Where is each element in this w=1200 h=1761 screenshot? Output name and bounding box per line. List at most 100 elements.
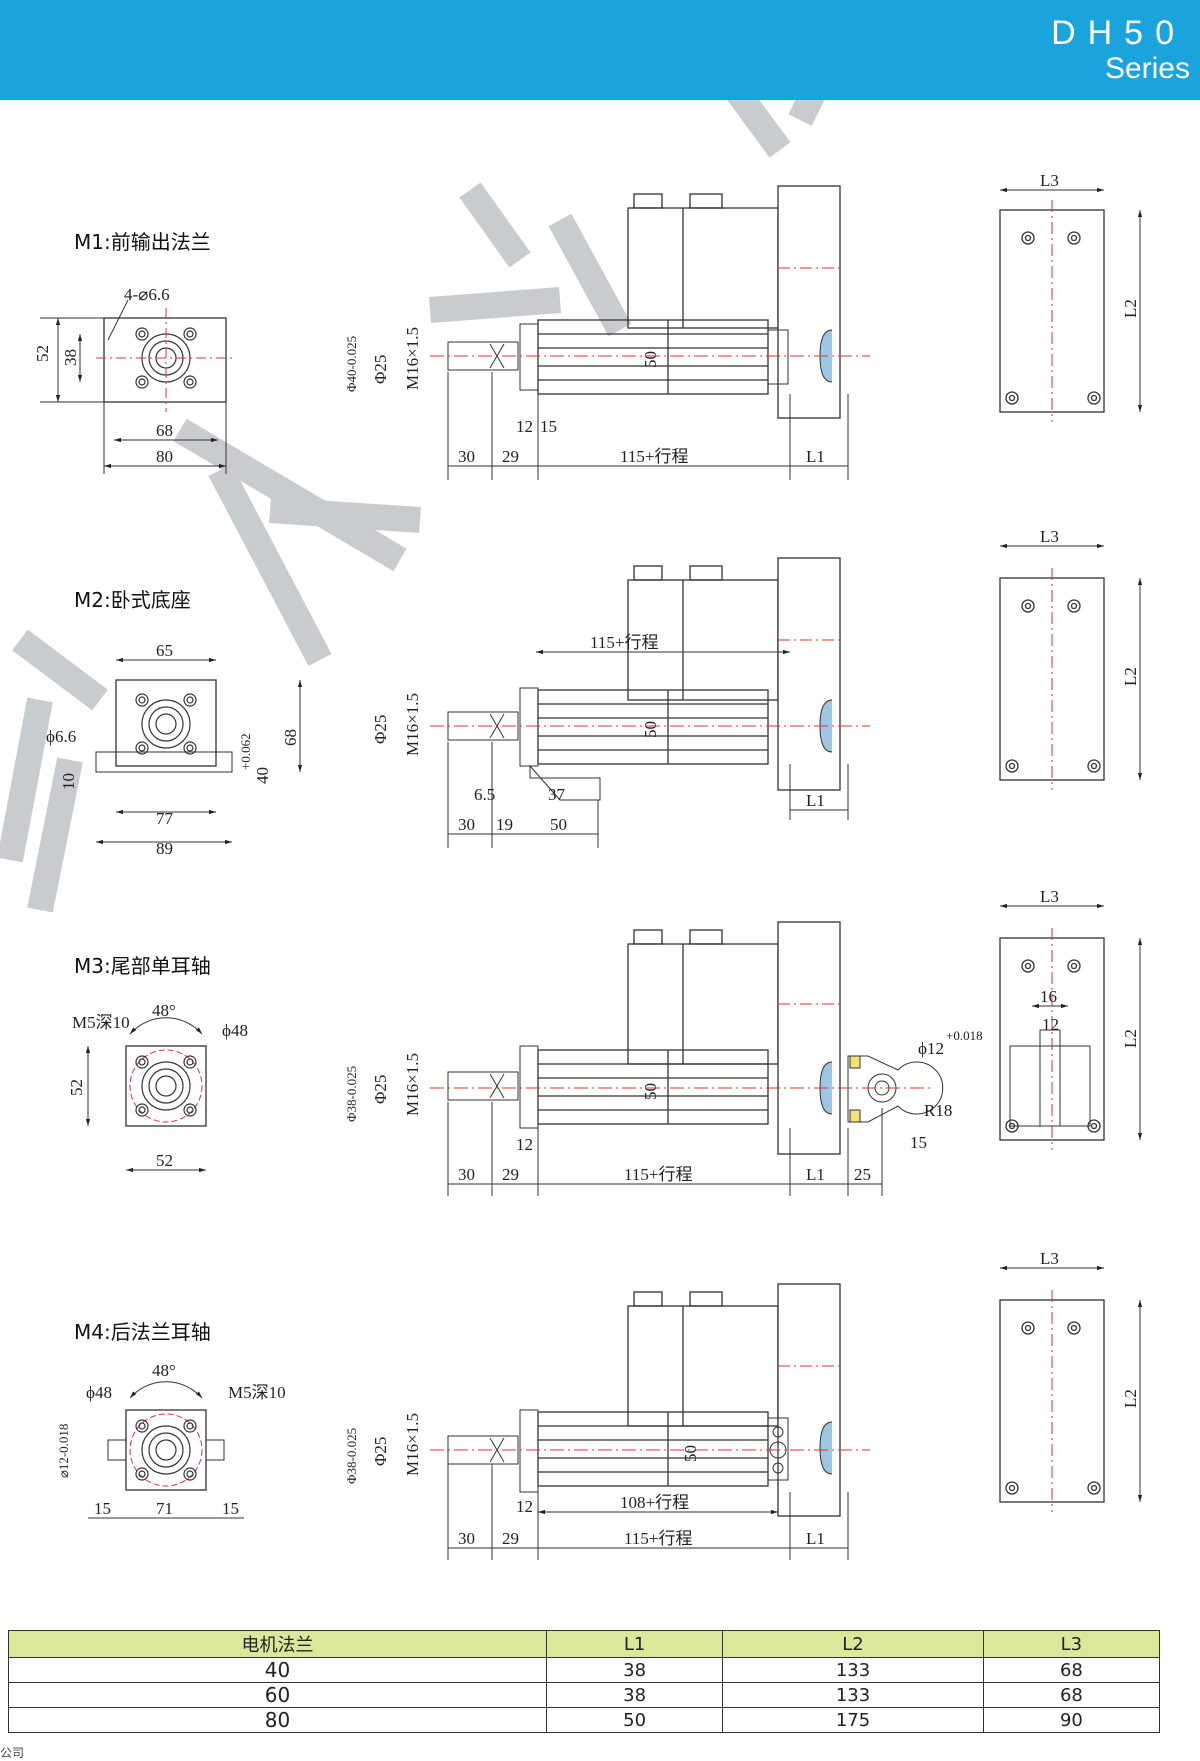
m3-dim-15: 15 — [910, 1133, 927, 1152]
m4-phi38: Φ38-0.025 — [344, 1428, 359, 1484]
m3-rear-view: L3 16 12 L2 — [999, 887, 1143, 1151]
m2-hole-dim: ϕ6.6 — [46, 727, 76, 746]
m3-front-view: 48° M5深10 ϕ48 52 52 — [67, 1001, 248, 1173]
m3-phi48: ϕ48 — [222, 1021, 248, 1040]
m4-dim-50v: 50 — [681, 1445, 700, 1462]
m3-m5: M5深10 — [72, 1013, 130, 1032]
m3-dim-12b: 12 — [1042, 1015, 1059, 1034]
m2-dim-L1: L1 — [806, 791, 825, 810]
m2-L3: L3 — [1040, 527, 1059, 546]
m2-dim-6-5: 6.5 — [474, 785, 495, 804]
section-title-m3: M3:尾部单耳轴 — [74, 954, 211, 978]
table-cell: 175 — [722, 1707, 984, 1733]
m4-rear-view: L3 L2 — [999, 1249, 1143, 1513]
m2-base-front-view: 65 77 89 ϕ6.6 68 40 +0.062 10 — [46, 641, 303, 858]
m3-side-view: 30 29 115+行程 L1 25 12 15 R18 ϕ12 +0.018 … — [344, 921, 983, 1196]
m3-dim-16: 16 — [1040, 987, 1057, 1006]
m2-dim-19: 19 — [496, 815, 513, 834]
m1-phi40: Φ40-0.025 — [344, 336, 359, 392]
m2-dim-stroke: 115+行程 — [590, 633, 658, 652]
m1-thread: M16×1.5 — [403, 327, 422, 390]
m3-dim-29: 29 — [502, 1165, 519, 1184]
series-word: Series — [1104, 52, 1190, 85]
m3-tol: +0.018 — [946, 1028, 983, 1043]
table-header: 电机法兰 — [7, 1630, 548, 1658]
m3-height-52: 52 — [67, 1079, 86, 1096]
m4-side-view: 108+行程 30 29 115+行程 L1 12 50 Φ25 M16×1.5… — [344, 1283, 870, 1560]
table-cell: 68 — [982, 1657, 1161, 1683]
m2-phi25: Φ25 — [371, 715, 390, 744]
drawing-canvas: 4-⌀6.6 52 38 68 80 30 29 115+行程 L1 12 15… — [0, 100, 1143, 1560]
m4-phi25: Φ25 — [371, 1437, 390, 1466]
m4-dim-12: 12 — [516, 1497, 533, 1516]
m1-dim-29: 29 — [502, 447, 519, 466]
table-cell: 133 — [722, 1682, 984, 1708]
m3-dim-stroke: 115+行程 — [624, 1165, 692, 1184]
table-cell: 40 — [7, 1657, 548, 1683]
m4-dim-30: 30 — [458, 1529, 475, 1548]
m4-phi48: ϕ48 — [86, 1383, 112, 1402]
section-title-m1: M1:前输出法兰 — [74, 230, 211, 254]
table-cell: 90 — [982, 1707, 1161, 1733]
m1-dim-30: 30 — [458, 447, 475, 466]
m4-thread: M16×1.5 — [403, 1413, 422, 1476]
m1-dim-50: 50 — [641, 351, 660, 368]
m4-L3: L3 — [1040, 1249, 1059, 1268]
m3-L2: L2 — [1121, 1029, 1140, 1048]
m3-dim-30: 30 — [458, 1165, 475, 1184]
m3-r18: R18 — [924, 1101, 952, 1120]
m1-L2: L2 — [1121, 299, 1140, 318]
m4-phi12: ⌀12-0.018 — [56, 1424, 71, 1478]
m1-dim-15: 15 — [540, 417, 557, 436]
m4-L2: L2 — [1121, 1389, 1140, 1408]
table-cell: 50 — [546, 1707, 724, 1733]
m4-dim-L1: L1 — [806, 1529, 825, 1548]
table-cell: 38 — [546, 1682, 724, 1708]
m3-phi38: Φ38-0.025 — [344, 1066, 359, 1122]
m4-front-view: 48° ϕ48 M5深10 15 71 15 ⌀12-0.018 — [56, 1361, 286, 1519]
m1-dim-12: 12 — [516, 417, 533, 436]
m2-width-65: 65 — [156, 641, 173, 660]
m3-dim-L1: L1 — [806, 1165, 825, 1184]
section-title-m2: M2:卧式底座 — [74, 588, 191, 612]
m4-dim-71: 71 — [156, 1499, 173, 1518]
table-cell: 133 — [722, 1657, 984, 1683]
m1-side-view: 30 29 115+行程 L1 12 15 50 Φ25 M16×1.5 Φ40… — [344, 185, 870, 480]
m2-L2: L2 — [1121, 667, 1140, 686]
m1-rear-view: L3 L2 — [999, 171, 1143, 423]
m1-height-52: 52 — [33, 345, 52, 362]
table-cell: 38 — [546, 1657, 724, 1683]
m2-dim-30: 30 — [458, 815, 475, 834]
table-row: 40 38 133 68 — [7, 1657, 1161, 1683]
m2-thread: M16×1.5 — [403, 693, 422, 756]
m4-dim-stroke115: 115+行程 — [624, 1529, 692, 1548]
m1-phi25: Φ25 — [371, 355, 390, 384]
table-header: L3 — [982, 1630, 1161, 1658]
table-header: L2 — [722, 1630, 984, 1658]
table-cell: 60 — [7, 1682, 548, 1708]
m3-width-52: 52 — [156, 1151, 173, 1170]
section-title-m4: M4:后法兰耳轴 — [74, 1320, 211, 1344]
m4-m5: M5深10 — [228, 1383, 286, 1402]
watermark — [0, 100, 825, 913]
table-cell: 68 — [982, 1682, 1161, 1708]
m1-width-68: 68 — [156, 421, 173, 440]
m3-phi25: Φ25 — [371, 1075, 390, 1104]
m3-dim-25: 25 — [854, 1165, 871, 1184]
dimension-table: 电机法兰 L1 L2 L3 40 38 133 68 60 38 133 68 … — [7, 1630, 1161, 1733]
m4-dim-29: 29 — [502, 1529, 519, 1548]
m1-width-80: 80 — [156, 447, 173, 466]
m3-thread: M16×1.5 — [403, 1053, 422, 1116]
m2-rear-view: L3 L2 — [999, 527, 1143, 791]
m2-height-40: 40 — [253, 767, 272, 784]
m1-height-38: 38 — [61, 349, 80, 366]
m1-L3: L3 — [1040, 171, 1059, 190]
m2-dim-37: 37 — [548, 785, 566, 804]
m3-L3: L3 — [1040, 887, 1059, 906]
series-code: DH50 — [1051, 14, 1186, 52]
m1-flange-front-view: 4-⌀6.6 52 38 68 80 — [33, 285, 236, 474]
m2-width-89: 89 — [156, 839, 173, 858]
m2-width-77: 77 — [156, 809, 174, 828]
m1-dim-stroke: 115+行程 — [620, 447, 688, 466]
m2-thk-10: 10 — [59, 773, 78, 790]
